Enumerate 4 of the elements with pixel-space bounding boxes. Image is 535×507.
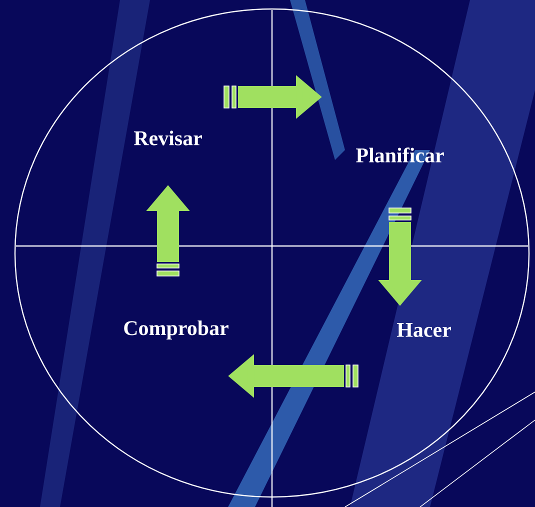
step-label: Comprobar — [124, 320, 228, 340]
step-label: Revisar — [134, 130, 202, 146]
step-label: Planificar — [356, 148, 444, 162]
step-label: Hacer — [396, 323, 451, 337]
